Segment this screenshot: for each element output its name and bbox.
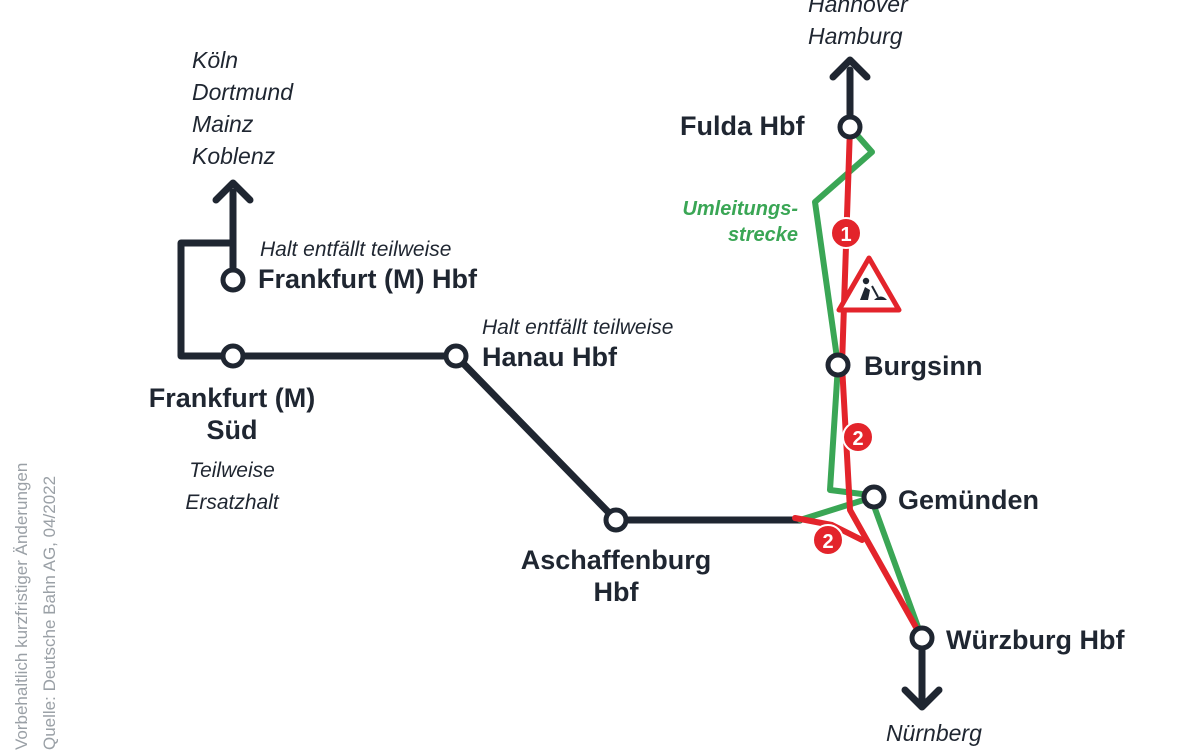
note-frankfurt-sued-line2: Ersatzhalt	[185, 491, 279, 514]
note-frankfurt-hbf: Halt entfällt teilweise	[260, 238, 452, 261]
station-label-burgsinn: Burgsinn	[864, 351, 983, 381]
note-hanau: Halt entfällt teilweise	[482, 316, 674, 339]
station-label-frankfurt-sued: Frankfurt (M) Süd	[112, 382, 352, 446]
station-marker-gemuenden	[861, 484, 887, 510]
destination-hamburg: Hamburg	[808, 23, 903, 49]
credit-line-2: Quelle: Deutsche Bahn AG, 04/2022	[40, 475, 59, 750]
station-label-aschaffenburg-line1: Aschaffenburg	[520, 545, 712, 575]
destination-hannover: Hannover	[808, 0, 908, 17]
station-label-frankfurt-sued-line1: Frankfurt (M)	[148, 383, 316, 413]
detour-route-line	[812, 124, 925, 641]
station-label-wuerzburg: Würzburg Hbf	[946, 625, 1125, 655]
station-marker-wuerzburg	[909, 625, 935, 651]
line-frankfurt-hanau-aschaffenburg	[229, 352, 804, 524]
section-marker-2b: 2	[812, 524, 844, 556]
closed-section-line	[839, 124, 925, 641]
station-marker-frankfurt-sued	[220, 343, 246, 369]
station-marker-burgsinn	[825, 352, 851, 378]
station-label-gemuenden: Gemünden	[898, 485, 1040, 515]
note-frankfurt-sued-line1: Teilweise	[189, 459, 275, 482]
note-frankfurt-sued: Teilweise Ersatzhalt	[112, 455, 352, 519]
destinations-north: Hannover Hamburg	[808, 0, 908, 52]
destination-mainz: Mainz	[192, 111, 254, 137]
detour-label: Umleitungs- strecke	[630, 196, 798, 248]
station-marker-hanau	[443, 343, 469, 369]
section-marker-2b-label: 2	[822, 531, 833, 553]
construction-warning-icon	[836, 255, 902, 313]
arrow-icon-north	[829, 56, 871, 81]
station-marker-fulda	[837, 114, 863, 140]
station-label-frankfurt-sued-line2: Süd	[206, 415, 258, 445]
destination-dortmund: Dortmund	[192, 79, 293, 105]
destination-nuernberg: Nürnberg	[886, 720, 982, 746]
destinations-west: Köln Dortmund Mainz Koblenz	[192, 44, 293, 172]
credit-line-1: Vorbehaltlich kurzfristiger Änderungen	[12, 462, 31, 750]
destination-koblenz: Koblenz	[192, 143, 276, 169]
station-marker-frankfurt-hbf	[220, 267, 246, 293]
station-label-hanau: Hanau Hbf	[482, 342, 617, 372]
station-label-aschaffenburg-line2: Hbf	[593, 577, 639, 607]
section-marker-2a: 2	[842, 421, 874, 453]
station-label-fulda: Fulda Hbf	[680, 111, 805, 141]
arrow-icon-south	[901, 686, 943, 711]
detour-connector-line	[797, 495, 873, 523]
section-marker-2a-label: 2	[852, 428, 863, 450]
destination-koeln: Köln	[192, 47, 239, 73]
credit-text: Vorbehaltlich kurzfristiger Änderungen Q…	[8, 463, 64, 750]
line-frankfurt-west	[177, 239, 237, 360]
arrow-icon-west	[212, 179, 254, 204]
station-label-aschaffenburg: Aschaffenburg Hbf	[496, 544, 736, 608]
station-marker-aschaffenburg	[603, 507, 629, 533]
station-label-frankfurt-hbf: Frankfurt (M) Hbf	[258, 264, 477, 294]
detour-label-line2: strecke	[727, 224, 798, 246]
section-marker-1: 1	[830, 217, 862, 249]
section-marker-1-label: 1	[840, 224, 851, 246]
detour-label-line1: Umleitungs-	[682, 198, 798, 220]
